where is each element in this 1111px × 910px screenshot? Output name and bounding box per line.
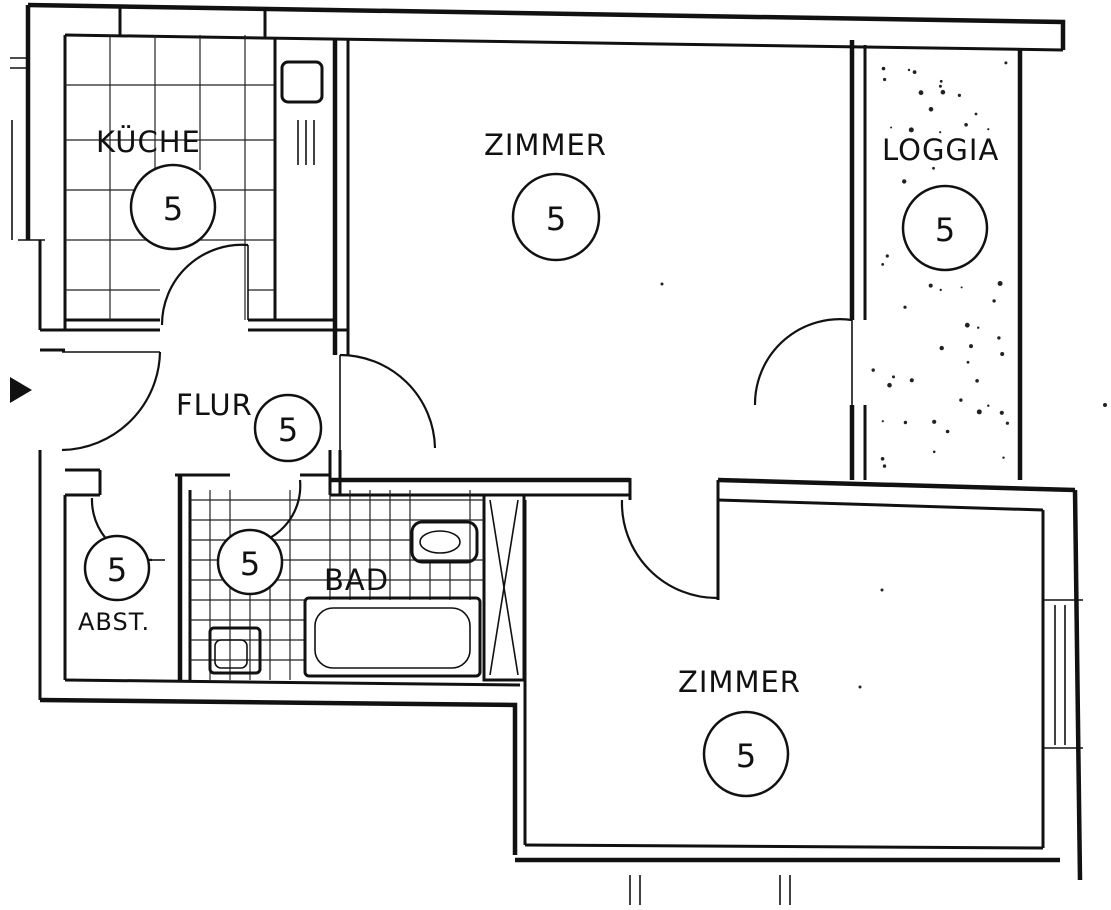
label-zimmer-2: ZIMMER bbox=[678, 665, 801, 699]
stipple-dot bbox=[880, 457, 885, 461]
stipple-dot bbox=[885, 254, 889, 258]
marker-bad: 5 bbox=[216, 528, 284, 596]
stipple-dot bbox=[975, 379, 979, 383]
stipple-dot bbox=[1002, 456, 1005, 459]
stipple-dot bbox=[903, 305, 907, 309]
doors bbox=[61, 243, 853, 600]
stipple-dot bbox=[881, 66, 886, 71]
entrance-arrow-icon bbox=[10, 377, 32, 403]
stipple-dot bbox=[881, 420, 884, 423]
stipple-dot bbox=[964, 322, 970, 328]
stipple-dot bbox=[902, 179, 907, 184]
label-abst: ABST. bbox=[78, 608, 150, 636]
marker-kueche: 5 bbox=[129, 163, 217, 251]
label-zimmer-1: ZIMMER bbox=[484, 128, 607, 162]
stipple-dot bbox=[909, 378, 914, 383]
loggia-stipple bbox=[871, 61, 1010, 468]
stipple-dot bbox=[887, 382, 892, 388]
marker-loggia-value: 5 bbox=[935, 211, 955, 249]
stipple-dot bbox=[932, 419, 937, 424]
marker-kueche-value: 5 bbox=[163, 190, 183, 228]
stipple-dot bbox=[912, 70, 917, 74]
stipple-dot bbox=[992, 299, 996, 303]
stipple-dot bbox=[987, 404, 990, 407]
stipple-dot bbox=[997, 281, 1003, 286]
stipple-dot bbox=[918, 90, 924, 96]
label-loggia: LOGGIA bbox=[882, 133, 999, 167]
kitchen-tiles bbox=[65, 35, 324, 320]
marker-zimmer-2: 5 bbox=[702, 710, 790, 798]
marker-flur-value: 5 bbox=[278, 411, 298, 449]
stipple-dot bbox=[907, 68, 911, 72]
stipple-dot bbox=[1004, 61, 1008, 65]
marker-abst-value: 5 bbox=[107, 551, 127, 589]
stipple-dot bbox=[960, 286, 963, 289]
stipple-dot bbox=[1000, 352, 1005, 356]
stipple-dot bbox=[957, 93, 962, 97]
stipple-dot bbox=[882, 464, 887, 468]
label-kueche: KÜCHE bbox=[96, 125, 201, 159]
stipple-dot bbox=[932, 450, 936, 454]
stipple-dot bbox=[945, 429, 950, 434]
stipple-dot bbox=[928, 283, 933, 288]
stipple-dot bbox=[890, 126, 893, 129]
marker-bad-value: 5 bbox=[240, 545, 260, 583]
stipple-dot bbox=[928, 107, 934, 112]
room-labels: KÜCHE ZIMMER LOGGIA FLUR BAD ABST. ZIMME… bbox=[78, 125, 999, 699]
label-bad: BAD bbox=[324, 563, 389, 597]
stipple-dot bbox=[939, 288, 942, 292]
stipple-dot bbox=[881, 263, 885, 266]
stipple-dot bbox=[938, 84, 942, 88]
stipple-dot bbox=[976, 409, 982, 415]
marker-zimmer-1-value: 5 bbox=[546, 200, 566, 238]
stipple-dot bbox=[939, 79, 943, 83]
stipple-dot bbox=[892, 375, 895, 379]
stipple-dot bbox=[987, 128, 990, 131]
stipple-dot bbox=[939, 345, 944, 351]
stipple-dot bbox=[999, 410, 1004, 415]
marker-zimmer-1: 5 bbox=[511, 172, 601, 262]
stipple-dot bbox=[969, 344, 973, 349]
stipple-dot bbox=[964, 123, 968, 127]
stipple-dot bbox=[908, 127, 914, 133]
stipple-dot bbox=[903, 420, 908, 425]
label-flur: FLUR bbox=[176, 388, 253, 422]
stipple-dot bbox=[940, 89, 946, 95]
stipple-dot bbox=[939, 131, 942, 134]
marker-flur: 5 bbox=[253, 393, 323, 463]
marker-abst: 5 bbox=[83, 534, 151, 602]
stipple-dot bbox=[997, 336, 1001, 340]
room-markers: 5 5 5 5 5 5 5 bbox=[83, 163, 989, 798]
stipple-dot bbox=[959, 398, 963, 402]
outer-walls bbox=[10, 2, 1083, 905]
stipple-dot bbox=[883, 77, 887, 82]
stipple-dot bbox=[966, 360, 970, 364]
stipple-dot bbox=[974, 112, 978, 116]
stipple-dot bbox=[977, 326, 980, 329]
marker-zimmer-2-value: 5 bbox=[736, 737, 756, 775]
stipple-dot bbox=[871, 368, 875, 372]
stipple-dot bbox=[1005, 421, 1010, 425]
stipple-dot bbox=[932, 166, 935, 170]
marker-loggia: 5 bbox=[901, 184, 989, 272]
